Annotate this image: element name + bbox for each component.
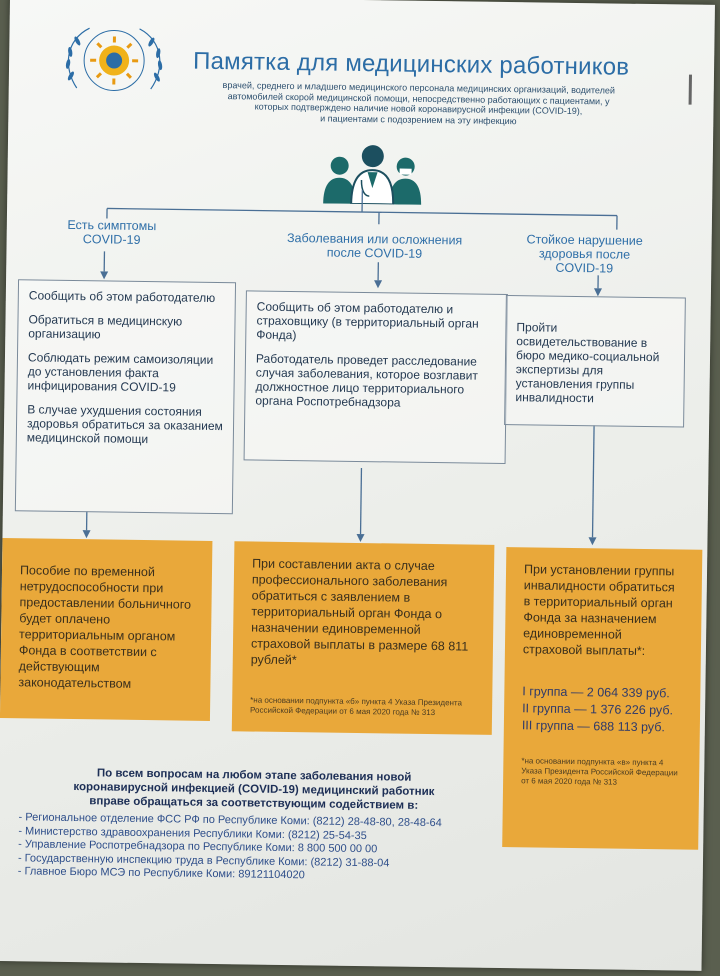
disability-actions-box: Пройти освидетельствование в бюро медико… — [504, 295, 686, 428]
occupational-disease-payment-block: При составлении акта о случае профессион… — [231, 541, 495, 735]
branch-label: COVID-19 — [555, 260, 614, 276]
action-item: Пройти освидетельствование в бюро медико… — [515, 320, 660, 406]
benefit-text: Пособие по временной нетрудоспособности … — [18, 563, 192, 691]
complications-actions-box: Сообщить об этом работодателю и страховщ… — [243, 290, 508, 465]
payment-text: При установлении группы инвалидности обр… — [522, 562, 675, 659]
branch-label: Заболевания или осложнения — [286, 230, 463, 248]
action-item: В случае ухудшения состояния здоровья об… — [26, 402, 223, 447]
payment-text: При составлении акта о случае профессион… — [250, 556, 469, 668]
branch-label: COVID-19 — [82, 232, 141, 247]
symptoms-actions-box: Сообщить об этом работодателю Обратиться… — [14, 279, 237, 515]
tier-amount: III группа — 688 113 руб. — [521, 718, 665, 735]
contacts-list: - Региональное отделение ФСС РФ по Респу… — [18, 811, 489, 885]
branch-label: Есть симптомы — [67, 217, 157, 234]
branch-label: Стойкое нарушение — [526, 232, 643, 248]
branch-disability: Стойкое нарушение здоровья после COVID-1… — [504, 232, 665, 276]
disability-payment-block: При установлении группы инвалидности обр… — [502, 547, 703, 850]
action-item: Соблюдать режим самоизоляции до установл… — [27, 350, 214, 395]
action-item: Обратиться в медицинскую организацию — [28, 312, 183, 342]
action-item: Сообщить об этом работодателю — [28, 288, 216, 305]
branch-symptoms: Есть симптомы COVID-19 — [57, 218, 167, 248]
contact-intro: По всем вопросам на любом этапе заболева… — [73, 767, 435, 812]
action-item: Сообщить об этом работодателю и страховщ… — [256, 299, 479, 343]
branch-label: после COVID-19 — [326, 245, 423, 261]
footnote: *на основании подпункта «в» пункта 4 Ука… — [521, 756, 678, 787]
fss-logo — [65, 27, 163, 92]
footnote: *на основании подпункта «б» пункта 4 Ука… — [250, 695, 463, 718]
pen-mark — [688, 74, 692, 105]
sick-leave-benefit-block: Пособие по временной нетрудоспособности … — [0, 538, 213, 721]
action-item: Работодатель проведет расследование случ… — [255, 351, 479, 410]
payment-tiers: I группа — 2 064 339 руб. II группа — 1 … — [522, 683, 683, 736]
branch-complications: Заболевания или осложнения после COVID-1… — [274, 231, 474, 262]
